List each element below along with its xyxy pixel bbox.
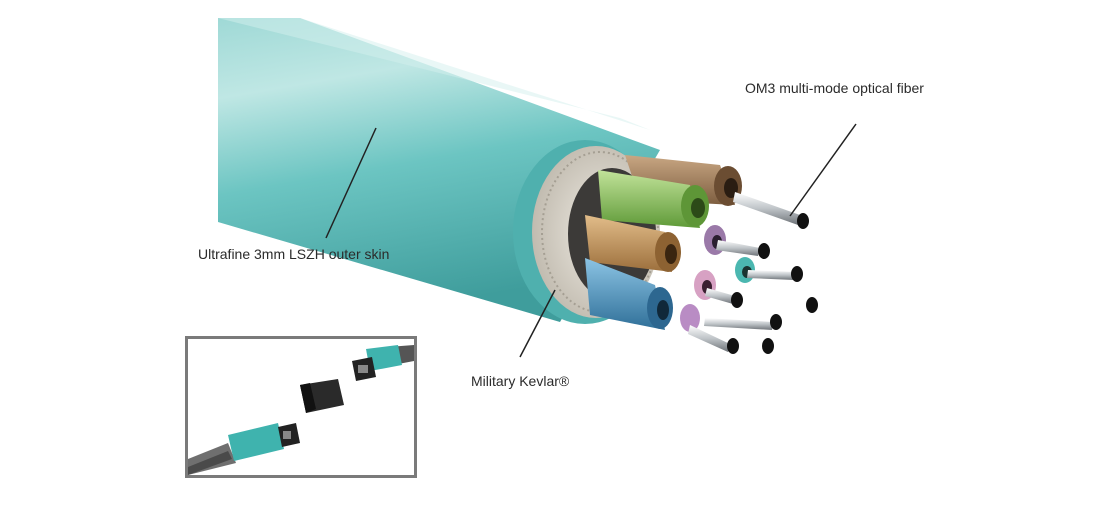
buffer-tubes xyxy=(585,155,742,330)
label-fiber: OM3 multi-mode optical fiber xyxy=(745,80,924,96)
fiber-subunits xyxy=(680,225,755,332)
connector-inset xyxy=(185,336,417,478)
leader-line-kevlar xyxy=(519,289,556,358)
leader-line-skin xyxy=(325,127,377,239)
connector-illustration xyxy=(188,345,414,475)
label-kevlar: Military Kevlar® xyxy=(471,373,570,389)
label-outer-skin: Ultrafine 3mm LSZH outer skin xyxy=(198,246,390,262)
leader-line-fiber xyxy=(789,123,857,217)
optical-fibers xyxy=(688,192,818,354)
